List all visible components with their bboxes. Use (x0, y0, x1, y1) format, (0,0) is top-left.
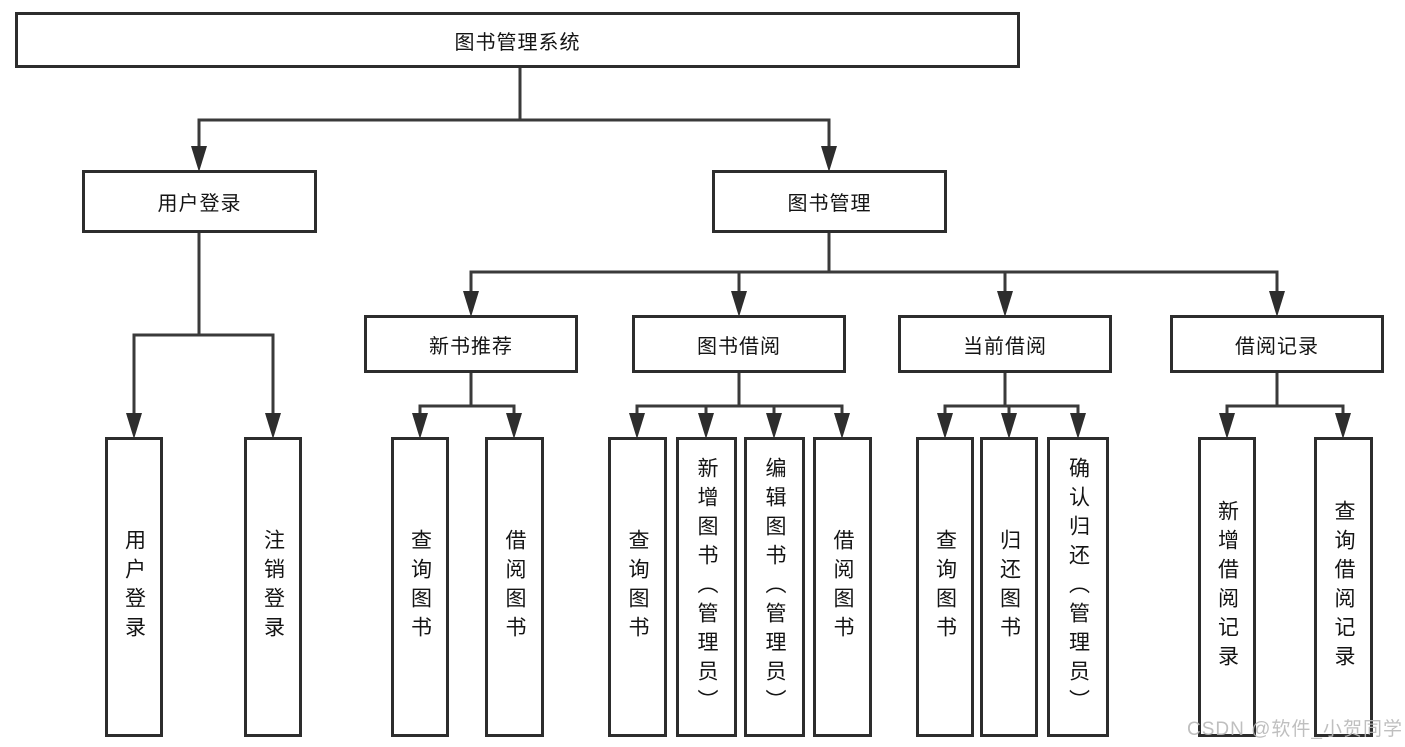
node-label: 查询借阅记录 (1332, 500, 1355, 674)
node-book-management: 图书管理 (712, 170, 947, 233)
arrowhead-icons (126, 146, 1351, 439)
node-label: 用户登录 (157, 193, 242, 215)
leaf-add-borrow-record: 新增借阅记录 (1198, 437, 1256, 737)
node-new-book-recommend: 新书推荐 (364, 315, 578, 373)
node-label: 归还图书 (997, 529, 1021, 645)
node-label: 查询图书 (933, 529, 957, 645)
node-label: 图书借阅 (697, 335, 781, 358)
node-label: 图书管理系统 (454, 31, 581, 54)
leaf-query-books-borrow: 查询图书 (608, 437, 667, 737)
node-label: 当前借阅 (963, 335, 1047, 358)
node-label: 编辑图书（管理员） (763, 456, 786, 718)
node-book-borrow: 图书借阅 (632, 315, 846, 373)
node-label: 新增图书（管理员） (695, 456, 718, 718)
node-current-borrow: 当前借阅 (898, 315, 1112, 373)
node-label: 借阅图书 (503, 529, 526, 645)
leaf-confirm-return-admin: 确认归还（管理员） (1047, 437, 1109, 737)
node-label: 借阅图书 (831, 529, 854, 645)
leaf-user-login: 用户登录 (105, 437, 163, 737)
node-library-management-system: 图书管理系统 (15, 12, 1020, 68)
node-borrow-records: 借阅记录 (1170, 315, 1384, 373)
node-user-login: 用户登录 (82, 170, 317, 233)
node-label: 借阅记录 (1235, 335, 1319, 358)
node-label: 注销登录 (261, 529, 285, 645)
leaf-query-borrow-record: 查询借阅记录 (1314, 437, 1373, 737)
node-label: 用户登录 (122, 529, 146, 645)
leaf-return-books: 归还图书 (980, 437, 1038, 737)
node-label: 确认归还（管理员） (1066, 456, 1090, 718)
leaf-query-books-current: 查询图书 (916, 437, 974, 737)
leaf-query-books-recommend: 查询图书 (391, 437, 449, 737)
node-label: 新书推荐 (429, 335, 513, 358)
node-label: 查询图书 (408, 529, 432, 645)
node-label: 查询图书 (626, 529, 649, 645)
node-label: 图书管理 (787, 193, 872, 215)
leaf-edit-book-admin: 编辑图书（管理员） (744, 437, 805, 737)
leaf-logout: 注销登录 (244, 437, 302, 737)
leaf-borrow-books: 借阅图书 (813, 437, 872, 737)
leaf-borrow-books-recommend: 借阅图书 (485, 437, 544, 737)
node-label: 新增借阅记录 (1215, 500, 1239, 674)
leaf-add-book-admin: 新增图书（管理员） (676, 437, 737, 737)
watermark: CSDN @软件_小贺同学 (1187, 719, 1403, 740)
